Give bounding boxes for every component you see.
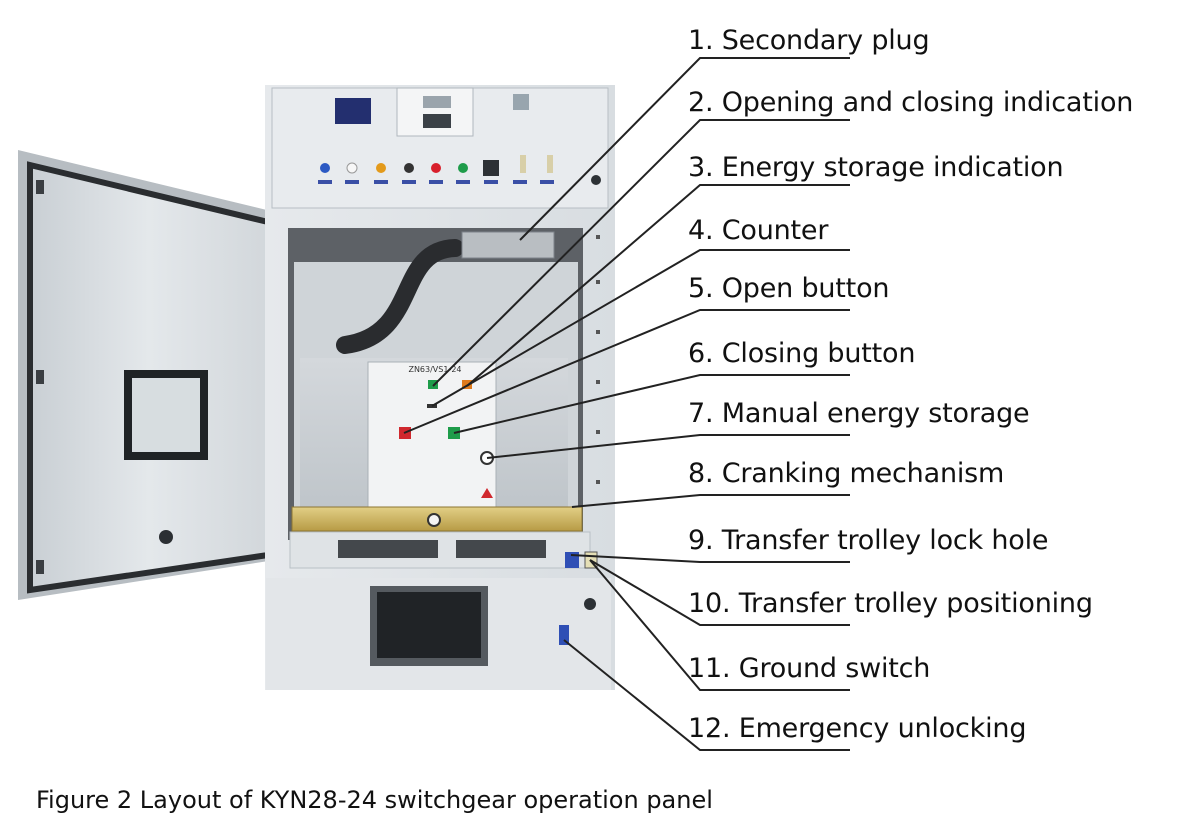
relay-protection-unit — [396, 87, 474, 137]
callout-label-cranking-mechanism: 8. Cranking mechanism — [688, 458, 1005, 489]
secondary-plug — [461, 231, 555, 259]
figure-caption: Figure 2 Layout of KYN28-24 switchgear o… — [36, 786, 713, 814]
small-switch — [513, 94, 529, 110]
callout-label-counter: 4. Counter — [688, 215, 829, 246]
callout-label-ground-switch: 11. Ground switch — [688, 653, 931, 684]
callout-label-transfer-trolley-lock-hole: 9. Transfer trolley lock hole — [688, 525, 1049, 556]
callout-label-opening-closing-indication: 2. Opening and closing indication — [688, 87, 1134, 118]
callout-label-secondary-plug: 1. Secondary plug — [688, 25, 930, 56]
door-lock-icon — [159, 530, 173, 544]
emergency-unlocking-switch — [559, 625, 569, 645]
callout-label-open-button: 5. Open button — [688, 273, 890, 304]
callout-label-closing-button: 6. Closing button — [688, 338, 916, 369]
leader-lines — [403, 57, 850, 751]
open-close-indicator — [428, 380, 438, 389]
callout-label-manual-energy-storage: 7. Manual energy storage — [688, 398, 1030, 429]
callout-label-transfer-trolley-positioning: 10. Transfer trolley positioning — [688, 588, 1093, 619]
callout-label-energy-storage-indication: 3. Energy storage indication — [688, 152, 1064, 183]
warning-triangle-icon — [481, 488, 493, 498]
cabinet-body: ZN63/VS1-24 — [265, 85, 615, 690]
callout-label-emergency-unlocking: 12. Emergency unlocking — [688, 713, 1027, 744]
breaker-model-marking: ZN63/VS1-24 — [408, 365, 461, 374]
indicator-module — [335, 98, 371, 124]
pilot-lamps — [320, 155, 553, 176]
cabinet-door — [18, 150, 275, 600]
